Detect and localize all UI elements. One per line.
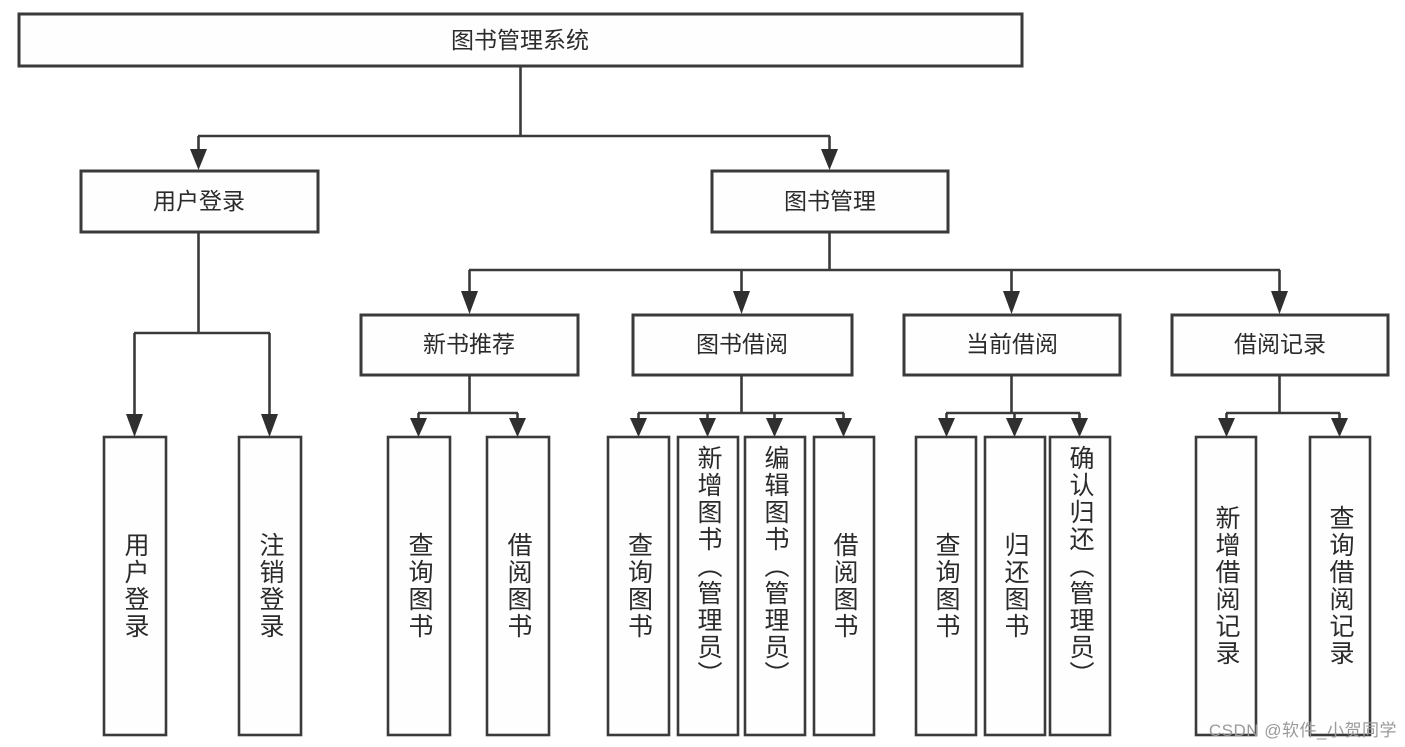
- node-borrow-record-label: 借阅记录: [1234, 331, 1326, 357]
- arrowhead-leaf-borrow-book-2: [835, 418, 852, 437]
- arrowhead-book-borrow: [733, 291, 750, 314]
- node-book-manage-label: 图书管理: [784, 188, 876, 214]
- node-leaf-add-book-box[interactable]: [676, 435, 740, 737]
- arrowhead-leaf-user-login: [126, 414, 143, 437]
- node-leaf-user-logout-box[interactable]: [237, 435, 303, 737]
- arrowhead-leaf-confirm-return: [1071, 418, 1088, 437]
- node-leaf-add-record-box[interactable]: [1194, 435, 1258, 737]
- node-leaf-query-book-3-box[interactable]: [914, 435, 978, 737]
- node-leaf-borrow-book-1-box[interactable]: [485, 435, 551, 737]
- node-borrow-record-box[interactable]: [1170, 313, 1390, 377]
- arrowhead-new-book-rec: [461, 291, 478, 314]
- node-leaf-borrow-book-2-box[interactable]: [812, 435, 876, 737]
- node-user-login-label: 用户登录: [153, 188, 245, 214]
- arrowhead-leaf-borrow-book-1: [509, 418, 526, 437]
- node-leaf-confirm-return-box[interactable]: [1048, 435, 1112, 737]
- arrowhead-borrow-record: [1271, 291, 1288, 314]
- arrowhead-user-login: [190, 149, 207, 170]
- node-current-borrow-label: 当前借阅: [966, 331, 1058, 357]
- node-new-book-rec-box[interactable]: [359, 313, 580, 377]
- csdn-watermark: CSDN @软件_小贺同学: [1208, 721, 1397, 740]
- node-new-book-rec-label: 新书推荐: [423, 331, 515, 357]
- arrowhead-leaf-return-book: [1006, 418, 1023, 437]
- arrowhead-leaf-add-record: [1218, 418, 1235, 437]
- node-leaf-query-book-1-box[interactable]: [386, 435, 452, 737]
- node-leaf-query-record-box[interactable]: [1308, 435, 1372, 737]
- node-leaf-user-login-box[interactable]: [102, 435, 168, 737]
- node-book-manage-box[interactable]: [710, 169, 950, 234]
- arrowhead-leaf-user-logout: [261, 414, 278, 437]
- arrowhead-leaf-edit-book: [766, 418, 783, 437]
- node-leaf-return-book-box[interactable]: [983, 435, 1047, 737]
- node-book-borrow-label: 图书借阅: [696, 331, 788, 357]
- node-leaf-query-book-2-box[interactable]: [606, 435, 671, 737]
- arrowhead-leaf-add-book: [699, 418, 716, 437]
- arrowhead-leaf-query-book-2: [630, 418, 647, 437]
- arrowhead-current-borrow: [1003, 291, 1020, 314]
- connectors-group: [126, 66, 1348, 437]
- arrowhead-leaf-query-record: [1331, 418, 1348, 437]
- arrowhead-book-manage: [821, 149, 838, 170]
- node-current-borrow-box[interactable]: [902, 313, 1122, 377]
- node-leaf-edit-book-box[interactable]: [743, 435, 807, 737]
- arrowhead-leaf-query-book-3: [938, 418, 955, 437]
- arrowhead-leaf-query-book-1: [410, 418, 427, 437]
- node-user-login-box[interactable]: [79, 169, 320, 234]
- node-root-label: 图书管理系统: [451, 27, 589, 53]
- node-book-borrow-box[interactable]: [631, 313, 854, 377]
- nodes-group: 图书管理系统 用户登录 图书管理 新书推荐 图书借阅 当前借阅 借阅记录: [17, 12, 1390, 737]
- node-root-box[interactable]: [17, 12, 1024, 68]
